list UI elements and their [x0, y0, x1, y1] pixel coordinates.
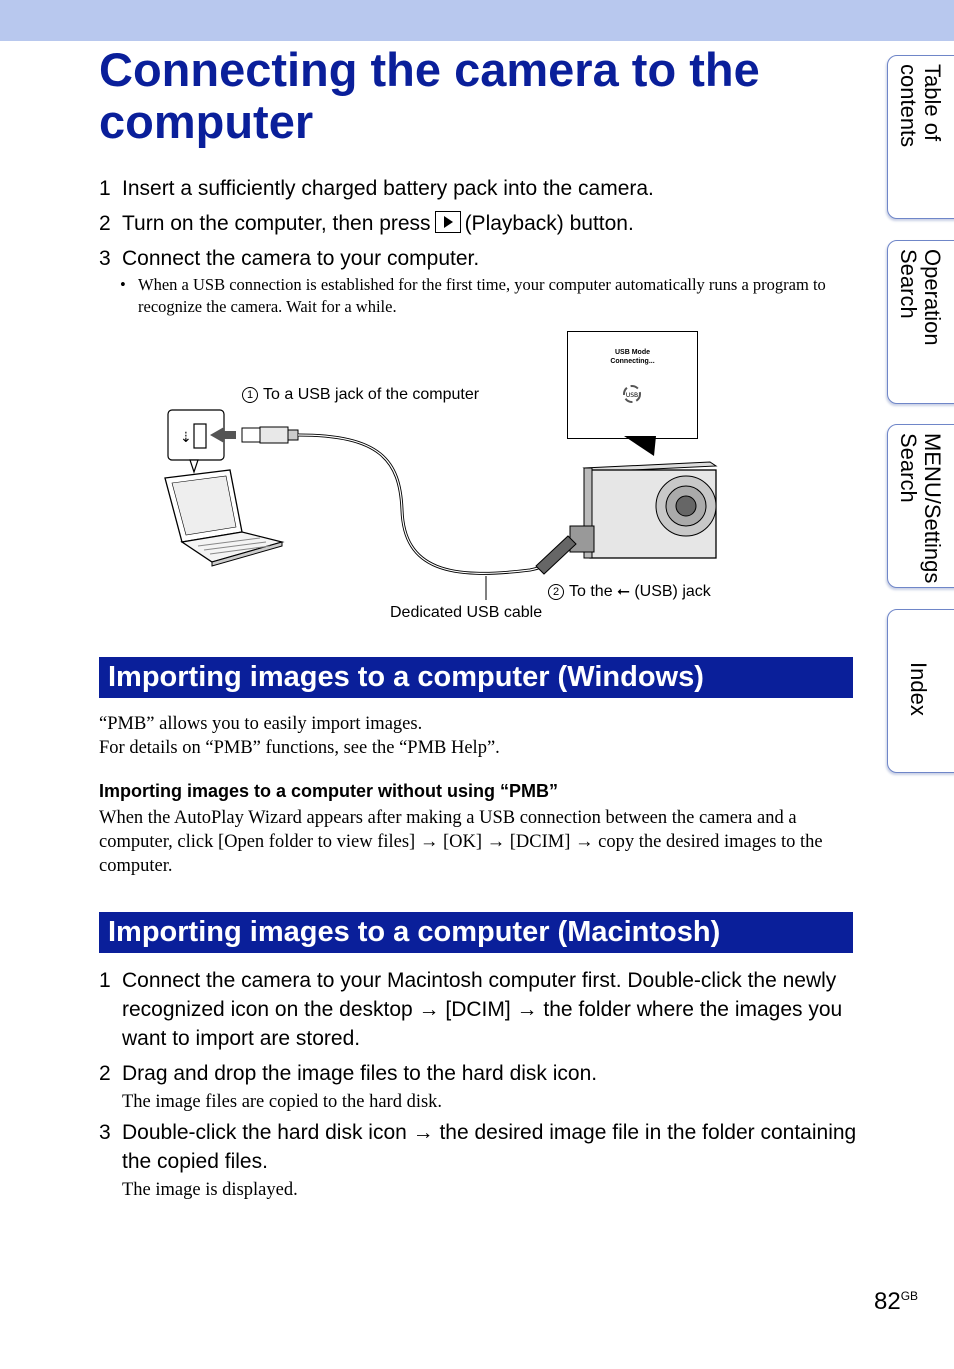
windows-body: When the AutoPlay Wizard appears after m… [99, 808, 823, 876]
camera-icon [535, 461, 718, 575]
subheading-without-pmb: Importing images to a computer without u… [99, 781, 559, 801]
step-text-after: (Playback) button. [464, 212, 634, 235]
screen-line1: USB Mode [615, 349, 650, 356]
tab-index[interactable]: Index [887, 609, 954, 773]
screen-pointer [624, 436, 656, 456]
step-number: 1 [99, 177, 111, 200]
step-number: 2 [99, 212, 111, 235]
usb-connecting-icon: USB [623, 385, 641, 403]
page-number-value: 82 [874, 1288, 901, 1315]
tab-menu-settings-search[interactable]: MENU/Settings Search [887, 424, 954, 588]
step-text: Double-click the hard disk icon → the de… [122, 1121, 857, 1173]
tab-table-of-contents[interactable]: Table of contents [887, 55, 954, 219]
label-usb-jack-camera: 2 To the ⭠ (USB) jack [548, 581, 711, 602]
playback-icon [434, 211, 461, 233]
step-number: 1 [99, 969, 111, 992]
label-text: To a USB jack of the computer [263, 386, 480, 403]
number-circle: 2 [548, 584, 564, 600]
tab-label: Operation Search [896, 249, 945, 346]
section-heading-macintosh: Importing images to a computer (Macintos… [99, 912, 853, 953]
label-text: To the [569, 583, 613, 600]
usb-port-bubble: ⇣ [167, 409, 225, 474]
tab-label: MENU/Settings Search [896, 433, 945, 584]
number-circle: 1 [242, 387, 258, 403]
usb-plug [241, 426, 299, 444]
windows-paragraph-2: For details on “PMB” functions, see the … [99, 738, 500, 758]
screen-line2: Connecting... [610, 358, 655, 365]
mac-step-3-note: The image is displayed. [122, 1180, 298, 1200]
step-text: Connect the camera to your computer. [122, 247, 480, 270]
bullet-dot: • [120, 275, 126, 294]
bullet-text: When a USB connection is established for… [138, 275, 826, 316]
step-text: Connect the camera to your Macintosh com… [122, 969, 843, 1050]
step-number: 3 [99, 247, 111, 270]
step-number: 3 [99, 1121, 111, 1144]
mac-step-2-note: The image files are copied to the hard d… [122, 1092, 443, 1112]
step-text: Insert a sufficiently charged battery pa… [122, 177, 654, 200]
page-number-suffix: GB [900, 1289, 919, 1303]
label-usb-cable: Dedicated USB cable [390, 604, 543, 621]
step-text-before: Turn on the computer, then press [122, 212, 431, 235]
svg-text:USB: USB [626, 392, 638, 399]
label-text: (USB) jack [634, 583, 711, 600]
step-text: Turn on the computer, then press (Playbac… [122, 209, 857, 238]
page-number: 82GB [874, 1288, 918, 1316]
page-title: Connecting the camera to the computer [99, 43, 760, 148]
step-number: 2 [99, 1062, 111, 1085]
laptop-icon [164, 469, 285, 567]
insert-arrow [210, 427, 236, 443]
windows-paragraph-1: “PMB” allows you to easily import images… [99, 714, 423, 734]
label-usb-jack-computer: 1 To a USB jack of the computer [242, 385, 479, 405]
connection-diagram: ⇣ [164, 409, 718, 600]
section-heading-windows: Importing images to a computer (Windows) [99, 657, 853, 698]
tab-label: Index [906, 662, 931, 716]
usb-symbol-icon: ⭠ [617, 581, 630, 600]
usb-cable [297, 433, 562, 575]
tab-label: Table of contents [896, 64, 945, 148]
tab-operation-search[interactable]: Operation Search [887, 240, 954, 404]
header-bar [0, 0, 954, 41]
svg-text:⇣: ⇣ [180, 430, 192, 446]
step-text: Drag and drop the image files to the har… [122, 1062, 598, 1085]
